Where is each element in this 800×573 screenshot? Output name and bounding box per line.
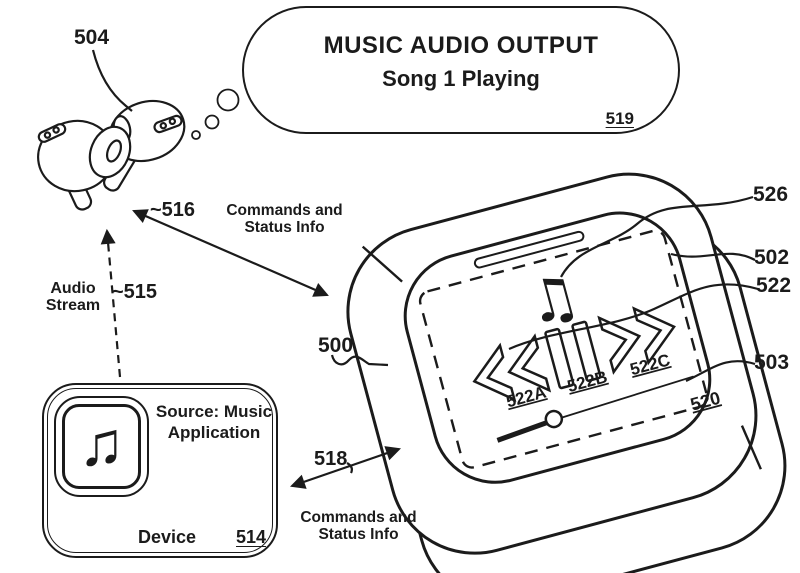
bubble-subtitle: Song 1 Playing bbox=[382, 66, 540, 91]
charging-case: ♫ 522A 522B 522C bbox=[346, 172, 787, 573]
commands-bottom-line2: Status Info bbox=[318, 526, 399, 543]
left-earbud-vent bbox=[37, 123, 67, 143]
audio-line2: Stream bbox=[45, 297, 101, 314]
bubble-ref: 519 bbox=[605, 109, 634, 128]
leader-502 bbox=[670, 252, 756, 261]
pause-icon bbox=[544, 320, 602, 390]
thought-bubble-circles bbox=[191, 88, 240, 140]
arrow-515-dashed bbox=[100, 228, 122, 378]
ref-502-housing: 502 bbox=[754, 246, 790, 269]
left-earbud-tip-opening bbox=[105, 139, 123, 163]
rewind-icon bbox=[472, 333, 552, 402]
ref-503-lid: 503 bbox=[754, 351, 790, 374]
leader-lines bbox=[91, 49, 759, 489]
slider-track bbox=[553, 375, 694, 421]
ref-516-link: ~516 bbox=[150, 199, 196, 221]
device-box-inner-border: ♫ Source: Music Application Device 514 bbox=[47, 388, 273, 553]
audio-line1: Audio bbox=[50, 280, 96, 297]
ref-522-display: 522 bbox=[756, 274, 792, 297]
commands-status-top: Commands and Status Info bbox=[222, 202, 347, 236]
commands-top-line1: Commands and bbox=[226, 202, 343, 219]
case-lid-slot bbox=[473, 230, 585, 269]
leader-522 bbox=[508, 283, 759, 351]
leader-526 bbox=[560, 195, 754, 278]
music-app-icon: ♫ bbox=[54, 396, 149, 497]
leader-503 bbox=[685, 360, 756, 382]
music-note-icon: ♫ bbox=[78, 409, 125, 479]
slider-progress bbox=[496, 417, 555, 443]
earbuds-illustration bbox=[37, 99, 186, 211]
slider-knob bbox=[544, 409, 564, 429]
music-app-icon-inner: ♫ bbox=[62, 404, 141, 489]
fast-forward-icon bbox=[597, 306, 676, 375]
case-corner-seam-bottom bbox=[740, 425, 762, 470]
commands-top-line2: Status Info bbox=[244, 219, 325, 236]
right-earbud-vent bbox=[153, 114, 183, 134]
bubble-title: MUSIC AUDIO OUTPUT bbox=[323, 32, 599, 59]
ref-526-note: 526 bbox=[753, 183, 789, 206]
audio-stream-label: Audio Stream bbox=[42, 280, 104, 314]
source-label: Source: Music Application bbox=[152, 401, 276, 443]
device-box: ♫ Source: Music Application Device 514 bbox=[42, 383, 278, 558]
device-ref: 514 bbox=[236, 527, 267, 547]
commands-bottom-line1: Commands and bbox=[300, 509, 417, 526]
ref-518-link: 518 bbox=[314, 448, 348, 470]
ref-515-link: ~515 bbox=[112, 281, 158, 303]
leader-504 bbox=[91, 49, 133, 112]
source-line1: Source: Music bbox=[155, 402, 273, 421]
audio-output-bubble: MUSIC AUDIO OUTPUT Song 1 Playing 519 bbox=[242, 6, 680, 134]
source-line2: Application bbox=[167, 423, 261, 442]
device-label: Device bbox=[138, 527, 197, 547]
touch-display-area bbox=[418, 229, 709, 469]
ref-500-case: 500 bbox=[318, 334, 354, 357]
case-corner-seam-top bbox=[361, 245, 403, 283]
arrow-518 bbox=[290, 446, 401, 489]
progress-slider bbox=[496, 375, 694, 443]
leader-500 bbox=[330, 354, 389, 367]
ref-504-earbuds: 504 bbox=[74, 26, 110, 49]
commands-status-bottom: Commands and Status Info bbox=[296, 509, 421, 543]
arrow-516 bbox=[132, 209, 329, 297]
